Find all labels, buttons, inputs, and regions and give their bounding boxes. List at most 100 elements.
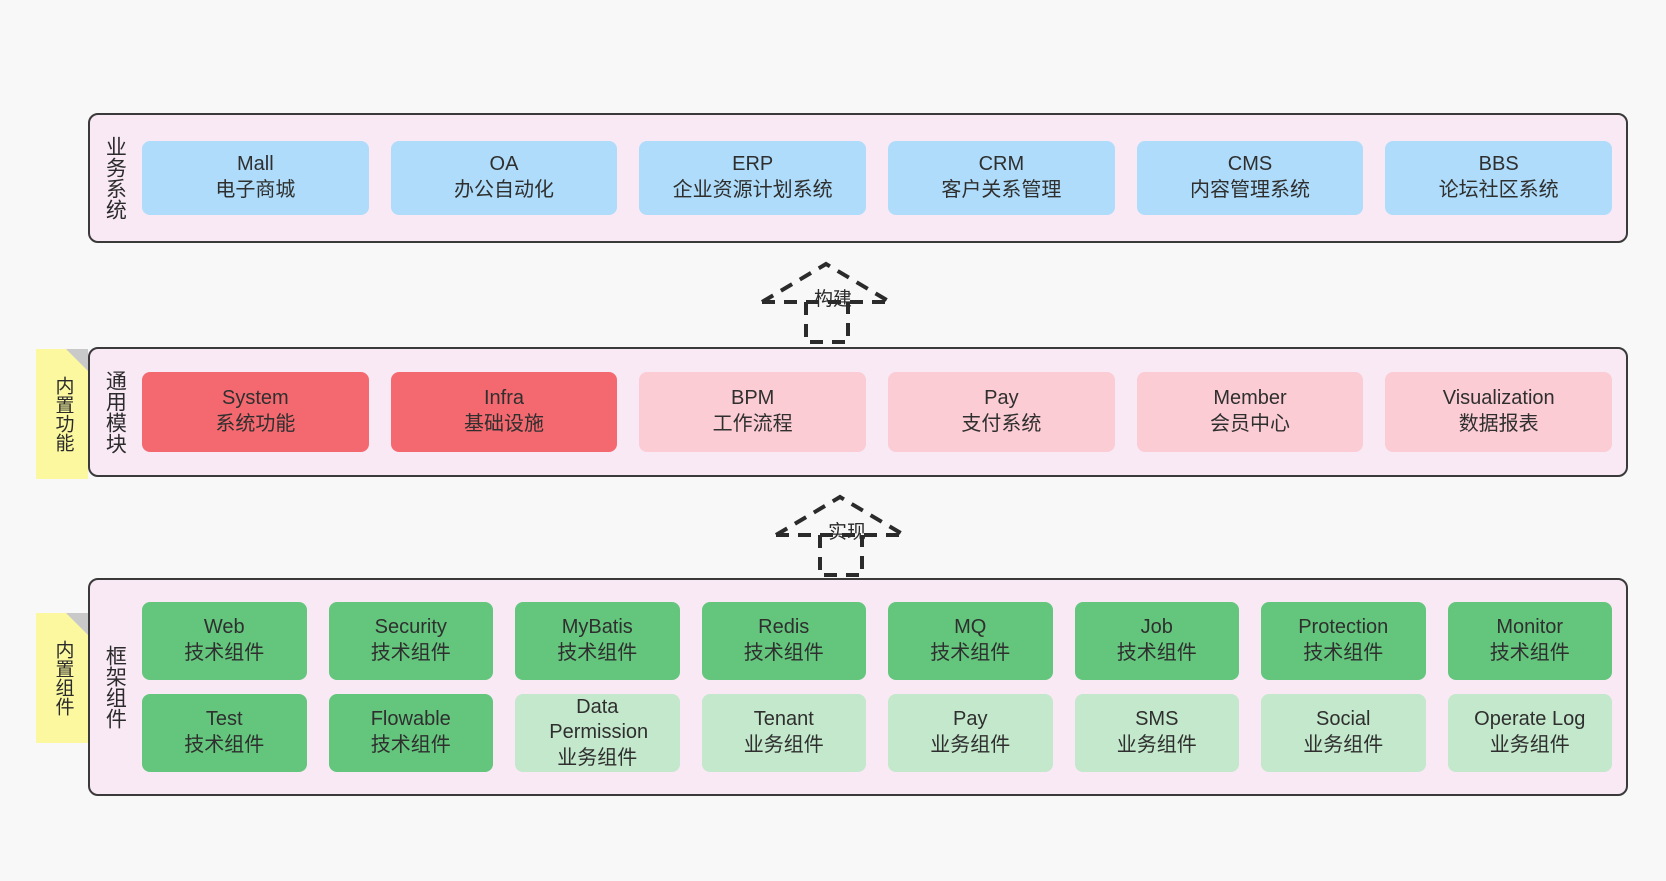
card-title: Redis (758, 616, 810, 639)
card-infra[interactable]: Infra 基础设施 (390, 372, 618, 452)
card-title: CMS (1227, 153, 1273, 176)
card-title: Protection (1298, 616, 1389, 639)
card-test[interactable]: Test 技术组件 (142, 694, 307, 772)
card-title: Visualization (1442, 387, 1555, 410)
card-title: MQ (954, 616, 987, 639)
card-system[interactable]: System 系统功能 (142, 372, 369, 452)
card-subtitle: 工作流程 (712, 413, 793, 435)
card-subtitle: 技术组件 (1116, 642, 1197, 664)
card-subtitle: 系统功能 (215, 413, 296, 435)
layer-title-business-system: 业务系统 (103, 136, 127, 220)
layer-common-module: 通用模块 System 系统功能 Infra 基础设施 BPM 工作流程 Pay… (88, 347, 1628, 477)
card-crm[interactable]: CRM 客户关系管理 (888, 141, 1115, 215)
card-redis[interactable]: Redis 技术组件 (701, 602, 866, 680)
card-subtitle: 技术组件 (1303, 642, 1384, 664)
card-title: Mall (237, 153, 274, 176)
layer-common-cards: System 系统功能 Infra 基础设施 BPM 工作流程 Pay 支付系统… (138, 349, 1626, 475)
card-tenant[interactable]: Tenant 业务组件 (701, 694, 866, 772)
connector-build-label: 构建 (814, 289, 853, 310)
card-sms[interactable]: SMS 业务组件 (1074, 694, 1239, 772)
note-fold-icon (66, 349, 88, 371)
card-social[interactable]: Social 业务组件 (1261, 694, 1426, 772)
layer-title-common-module: 通用模块 (103, 370, 127, 454)
card-row: System 系统功能 Infra 基础设施 BPM 工作流程 Pay 支付系统… (142, 372, 1613, 452)
card-title: MyBatis (561, 616, 633, 639)
card-subtitle: 企业资源计划系统 (672, 179, 833, 201)
layer-business-cards: Mall 电子商城 OA 办公自动化 ERP 企业资源计划系统 CRM 客户关系… (138, 115, 1626, 241)
implement-arrow-head (774, 494, 906, 537)
card-title: SMS (1135, 708, 1179, 731)
connector-build: 构建 (752, 258, 912, 344)
card-subtitle: 业务组件 (557, 746, 638, 769)
card-subtitle: 数据报表 (1458, 413, 1539, 435)
card-operate-log[interactable]: Operate Log 业务组件 (1447, 694, 1612, 772)
card-data-permission[interactable]: Data Permission 业务组件 (515, 694, 680, 772)
card-subtitle: 支付系统 (961, 413, 1042, 435)
layer-framework-cards: Web 技术组件 Security 技术组件 MyBatis 技术组件 Redi… (138, 580, 1626, 794)
card-title: Operate Log (1474, 708, 1586, 731)
card-subtitle: 技术组件 (743, 642, 824, 664)
note-builtin-components: 内置组件 (36, 613, 88, 743)
card-title: Security (374, 616, 447, 639)
card-subtitle: 业务组件 (1489, 734, 1570, 756)
card-title: CRM (978, 153, 1025, 176)
note-label: 内置组件 (52, 640, 74, 716)
card-mall[interactable]: Mall 电子商城 (142, 141, 369, 215)
card-title: Tenant (753, 708, 814, 731)
card-title: BBS (1478, 153, 1519, 176)
card-subtitle: 基础设施 (464, 413, 544, 435)
card-security[interactable]: Security 技术组件 (328, 602, 493, 680)
connector-implement: 实现 (766, 491, 926, 577)
card-job[interactable]: Job 技术组件 (1074, 602, 1239, 680)
card-title: Infra (483, 387, 525, 410)
card-cms[interactable]: CMS 内容管理系统 (1136, 141, 1364, 215)
card-title: OA (489, 153, 519, 176)
layer-framework-component: 框架组件 Web 技术组件 Security 技术组件 MyBatis 技术组件… (88, 578, 1628, 796)
card-title: Member (1213, 387, 1287, 410)
card-title: Pay (984, 387, 1019, 410)
layer-title-framework-component: 框架组件 (103, 645, 127, 729)
card-title: Web (203, 616, 245, 639)
card-bpm[interactable]: BPM 工作流程 (639, 372, 867, 452)
card-subtitle: 内容管理系统 (1190, 179, 1311, 201)
card-title: Job (1140, 616, 1173, 639)
card-pay-component[interactable]: Pay 业务组件 (888, 694, 1053, 772)
card-title: Pay (953, 708, 988, 731)
card-subtitle: 客户关系管理 (941, 179, 1062, 201)
card-subtitle: 电子商城 (215, 179, 296, 201)
card-subtitle: 技术组件 (557, 642, 638, 664)
note-label: 内置功能 (52, 376, 74, 452)
card-subtitle: 技术组件 (930, 642, 1011, 664)
card-monitor[interactable]: Monitor 技术组件 (1447, 602, 1612, 680)
card-subtitle: 业务组件 (743, 734, 824, 756)
card-subtitle: 技术组件 (370, 734, 451, 756)
card-mq[interactable]: MQ 技术组件 (888, 602, 1053, 680)
card-erp[interactable]: ERP 企业资源计划系统 (639, 141, 867, 215)
card-subtitle: 业务组件 (1116, 734, 1197, 756)
card-member[interactable]: Member 会员中心 (1136, 372, 1364, 452)
card-title: Social (1316, 708, 1371, 731)
card-title: BPM (731, 387, 775, 410)
card-bbs[interactable]: BBS 论坛社区系统 (1385, 141, 1613, 215)
card-subtitle: 技术组件 (370, 642, 451, 664)
card-subtitle: 会员中心 (1210, 413, 1291, 435)
card-row: Test 技术组件 Flowable 技术组件 Data Permission … (142, 694, 1612, 772)
layer-business-system: 业务系统 Mall 电子商城 OA 办公自动化 ERP 企业资源计划系统 CRM… (88, 113, 1628, 243)
card-web[interactable]: Web 技术组件 (142, 602, 307, 680)
card-mybatis[interactable]: MyBatis 技术组件 (515, 602, 680, 680)
card-protection[interactable]: Protection 技术组件 (1261, 602, 1426, 680)
card-subtitle: 业务组件 (930, 734, 1011, 756)
card-subtitle: 技术组件 (184, 642, 265, 664)
connector-implement-label: 实现 (828, 522, 867, 543)
card-row: Web 技术组件 Security 技术组件 MyBatis 技术组件 Redi… (142, 602, 1612, 680)
card-flowable[interactable]: Flowable 技术组件 (328, 694, 493, 772)
card-subtitle: 论坛社区系统 (1438, 179, 1559, 201)
card-subtitle: 技术组件 (1489, 642, 1570, 664)
card-oa[interactable]: OA 办公自动化 (390, 141, 618, 215)
card-title: Flowable (370, 708, 451, 731)
card-subtitle: 业务组件 (1303, 734, 1384, 756)
card-subtitle: 办公自动化 (454, 179, 554, 201)
card-pay-module[interactable]: Pay 支付系统 (888, 372, 1115, 452)
card-visualization[interactable]: Visualization 数据报表 (1385, 372, 1613, 452)
card-title: Data Permission (549, 695, 649, 744)
